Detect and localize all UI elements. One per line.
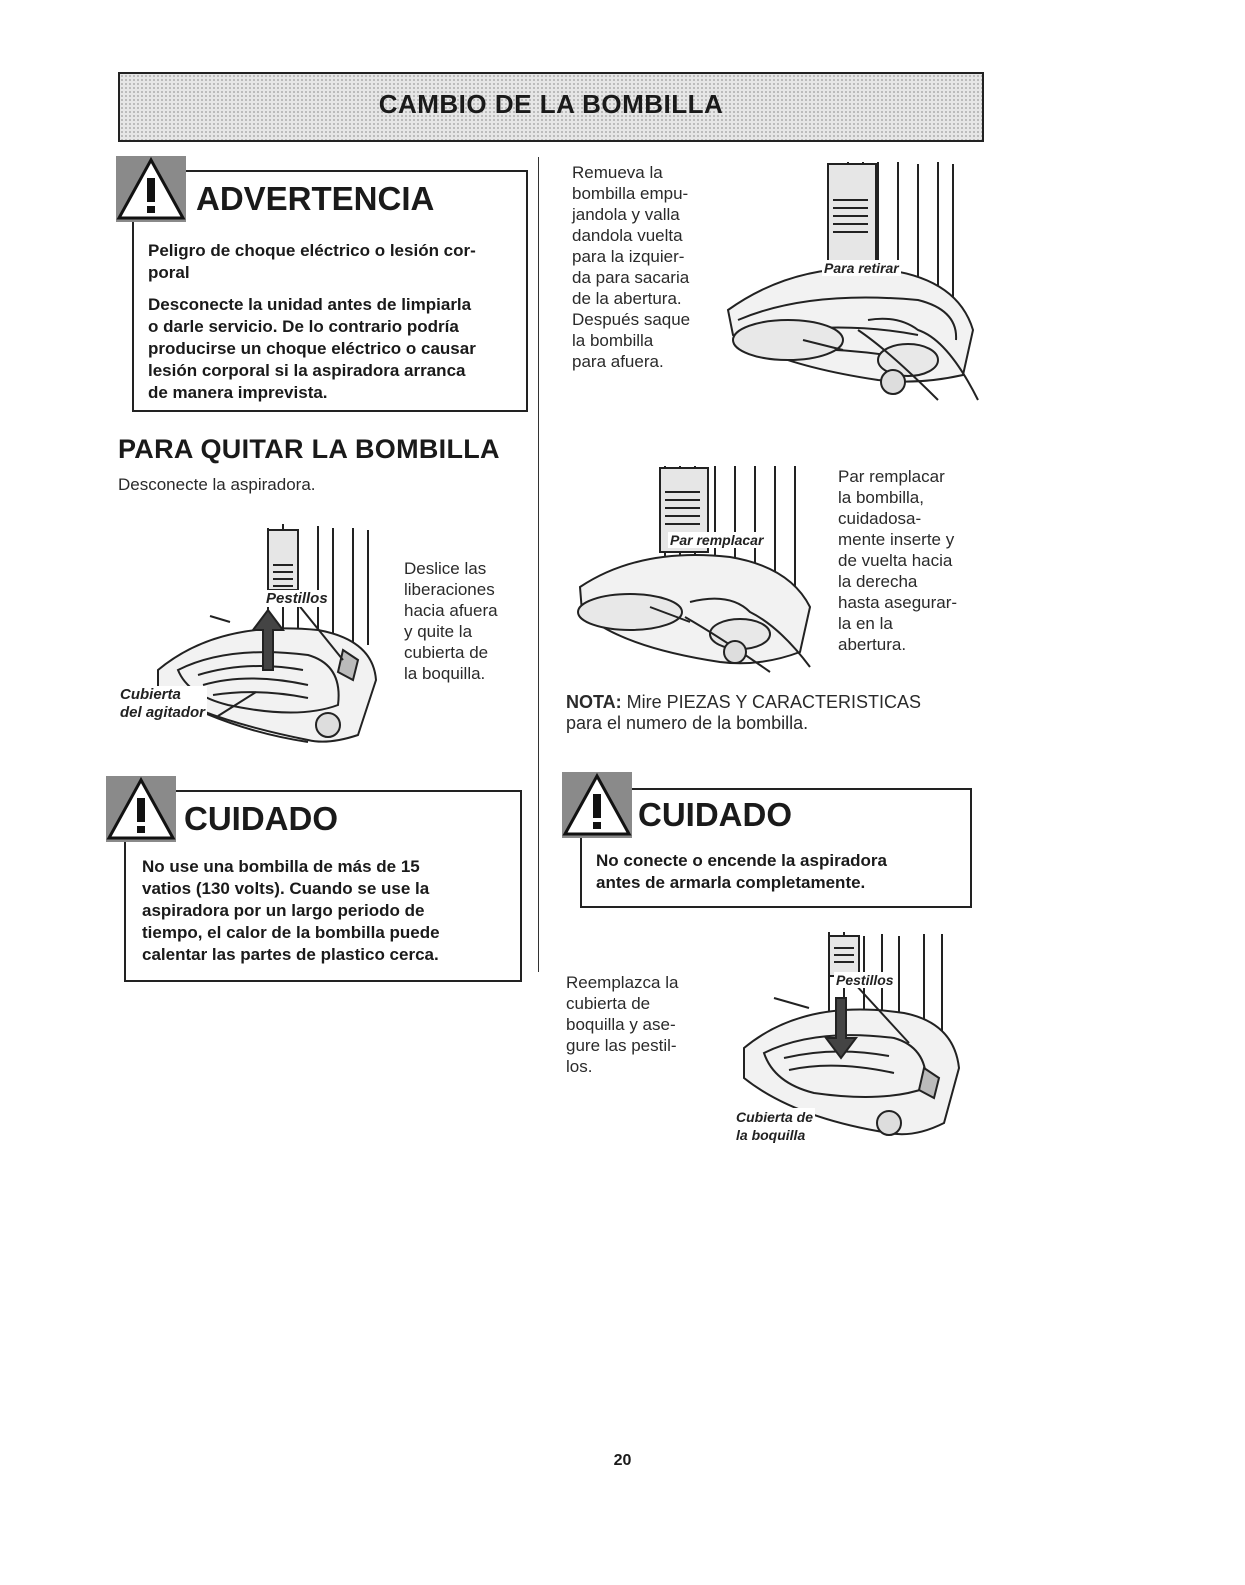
cuidado-right-box	[580, 788, 972, 908]
cuidado-left-box	[124, 790, 522, 982]
callout-agitator-cover: Cubierta del agitador	[118, 686, 208, 722]
section-banner: CAMBIO DE LA BOMBILLA	[118, 72, 984, 142]
callout-latches-1: Pestillos	[264, 590, 330, 607]
banner-title: CAMBIO DE LA BOMBILLA	[378, 89, 724, 119]
warning-triangle-icon	[116, 156, 186, 222]
remove-bulb-text: Remueva la bombilla empu- jandola y vall…	[572, 163, 691, 371]
cuidado-left-body: No use una bombilla de más de 15 vatios …	[142, 857, 440, 964]
page-number: 20	[613, 1452, 632, 1469]
nota-text: NOTA: Mire PIEZAS Y CARACTERISTICAS para…	[566, 692, 922, 733]
nota-label: NOTA:	[566, 692, 622, 712]
advertencia-body: Desconecte la unidad antes de limpiarla …	[148, 295, 476, 402]
warning-triangle-icon	[106, 776, 176, 842]
warning-triangle-icon	[562, 772, 632, 838]
advertencia-box	[132, 170, 528, 412]
callout-latches-2: Pestillos	[834, 972, 896, 988]
remove-step-text: Deslice las liberaciones hacia afuera y …	[404, 559, 498, 683]
cuidado-right-body: No conecte o encende la aspiradora antes…	[596, 851, 887, 892]
replace-bulb-text: Par remplacar la bombilla, cuidadosa- me…	[838, 467, 958, 654]
remove-intro: Desconecte la aspiradora.	[118, 475, 316, 494]
replace-bulb-illustration	[577, 466, 812, 673]
remove-bulb-illustration	[726, 162, 979, 401]
advertencia-title: ADVERTENCIA	[196, 180, 435, 217]
remove-section-heading: PARA QUITAR LA BOMBILLA	[118, 434, 500, 464]
cuidado-left-title: CUIDADO	[184, 800, 338, 837]
cuidado-right-title: CUIDADO	[638, 796, 792, 833]
callout-par-remplacar: Par remplacar	[668, 532, 766, 548]
replace-cover-text: Reemplazca la cubierta de boquilla y ase…	[566, 973, 679, 1076]
callout-nozzle-cover: Cubierta de la boquilla	[734, 1108, 816, 1144]
nozzle-cover-removal-illustration	[157, 524, 378, 743]
advertencia-hazard: Peligro de choque eléctrico o lesión cor…	[148, 241, 476, 282]
callout-para-retirar: Para retirar	[822, 260, 901, 276]
column-divider	[538, 157, 539, 972]
